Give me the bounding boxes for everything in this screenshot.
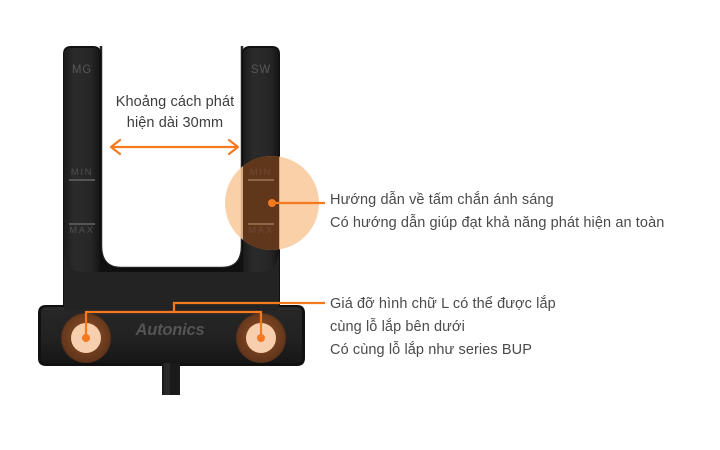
callout-bottom-line-1: Giá đỡ hình chữ L có thể được lắp xyxy=(330,296,556,312)
dimension-label: Khoảng cách phát hiện dài 30mm xyxy=(104,92,246,134)
scale-label-max-right: MAX xyxy=(248,225,274,236)
sensor-label-mg: MG xyxy=(71,64,93,76)
dimension-label-line-2: hiện dài 30mm xyxy=(126,115,224,131)
scale-label-max-left: MAX xyxy=(69,225,95,236)
sensor-slot xyxy=(101,46,242,268)
scale-label-min-right: MIN xyxy=(249,167,273,178)
scale-label-min-left: MIN xyxy=(70,167,94,178)
callout-leader-bottom xyxy=(84,301,325,338)
callout-top-line-2: Có hướng dẫn giúp đạt khả năng phát hiện… xyxy=(330,215,665,231)
callout-bottom-line-2: cùng lỗ lắp bên dưới xyxy=(330,319,465,335)
slot-edge xyxy=(99,46,244,270)
callout-text-top: Hướng dẫn về tấm chắn ánh sáng Có hướng … xyxy=(330,189,664,235)
dimension-arrowhead-left xyxy=(109,138,122,156)
callout-anchor-dot-right-hole xyxy=(257,334,265,342)
sensor-left-arm xyxy=(64,48,100,306)
autonics-brand-logo: Autonics xyxy=(135,321,205,339)
callout-anchor-dot-left-hole xyxy=(82,334,90,342)
callout-leader-top xyxy=(268,199,325,207)
callout-bottom-line-3: Có cùng lỗ lắp như series BUP xyxy=(330,342,533,358)
dimension-arrow xyxy=(109,138,240,156)
cable-highlight xyxy=(164,363,170,395)
callout-anchor-dot-top xyxy=(268,199,276,207)
dimension-arrowhead-right xyxy=(227,138,240,156)
sensor-bridge xyxy=(64,250,279,310)
dimension-label-line-1: Khoảng cách phát xyxy=(115,94,235,110)
callout-text-bottom: Giá đỡ hình chữ L có thể được lắp cùng l… xyxy=(330,293,556,362)
callout-top-line-1: Hướng dẫn về tấm chắn ánh sáng xyxy=(330,192,554,208)
sensor-label-sw: SW xyxy=(250,64,272,76)
